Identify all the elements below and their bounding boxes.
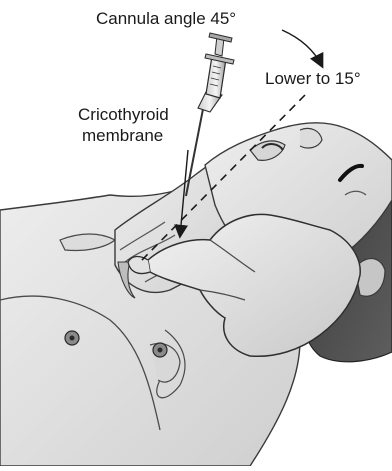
lower-to-label: Lower to 15° <box>265 69 361 88</box>
rotation-arrow <box>282 30 322 66</box>
membrane-label-line2: membrane <box>82 126 163 145</box>
cannula-angle-label: Cannula angle 45° <box>96 9 236 28</box>
membrane-label-line1: Cricothyroid <box>78 105 169 124</box>
